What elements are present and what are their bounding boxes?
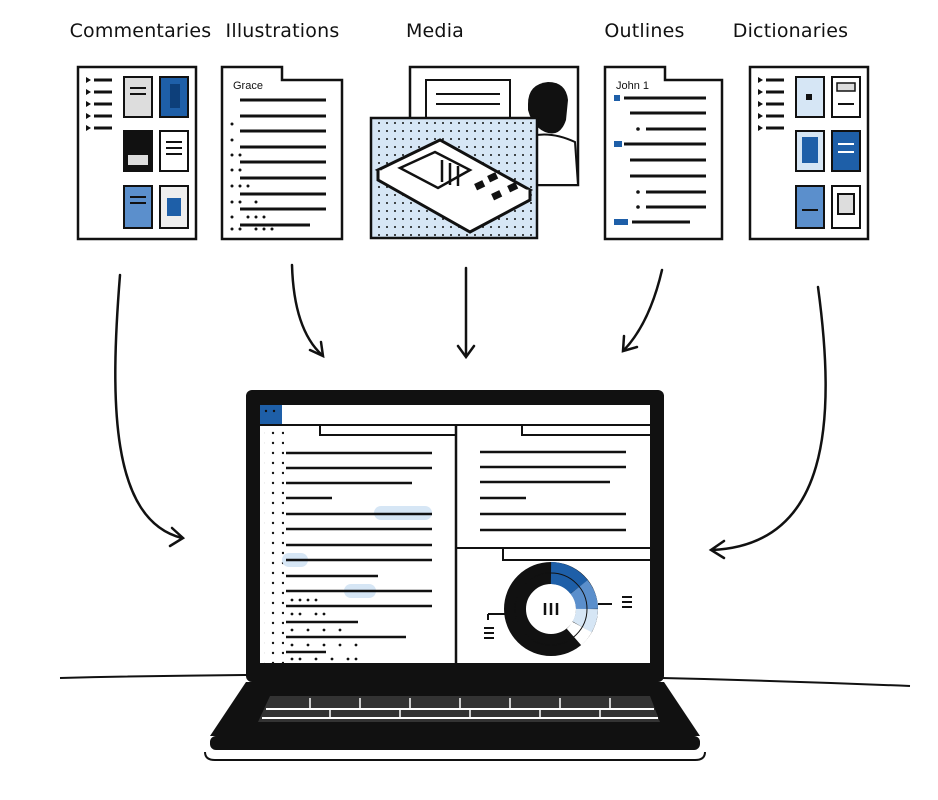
outlines-icon: John 1: [603, 65, 724, 241]
label-illustrations: Illustrations: [225, 20, 340, 42]
laptop: [59, 390, 911, 761]
arrow-outlines: [622, 268, 664, 352]
dictionaries-icon: [748, 65, 870, 241]
arrows: [114, 263, 827, 560]
arrow-dictionaries: [710, 285, 827, 552]
media-icon: [369, 65, 580, 240]
label-outlines: Outlines: [604, 20, 685, 42]
label-media: Media: [405, 20, 465, 42]
arrow-illustrations: [290, 263, 324, 357]
label-commentaries: Commentaries: [69, 20, 212, 42]
illustrations-icon: Grace: [220, 65, 344, 241]
label-dictionaries: Dictionaries: [732, 20, 849, 42]
illustrations-card-title: Grace: [233, 80, 263, 92]
outlines-card-title: John 1: [616, 80, 649, 92]
commentaries-icon: [76, 65, 198, 241]
arrow-commentaries: [114, 273, 184, 540]
